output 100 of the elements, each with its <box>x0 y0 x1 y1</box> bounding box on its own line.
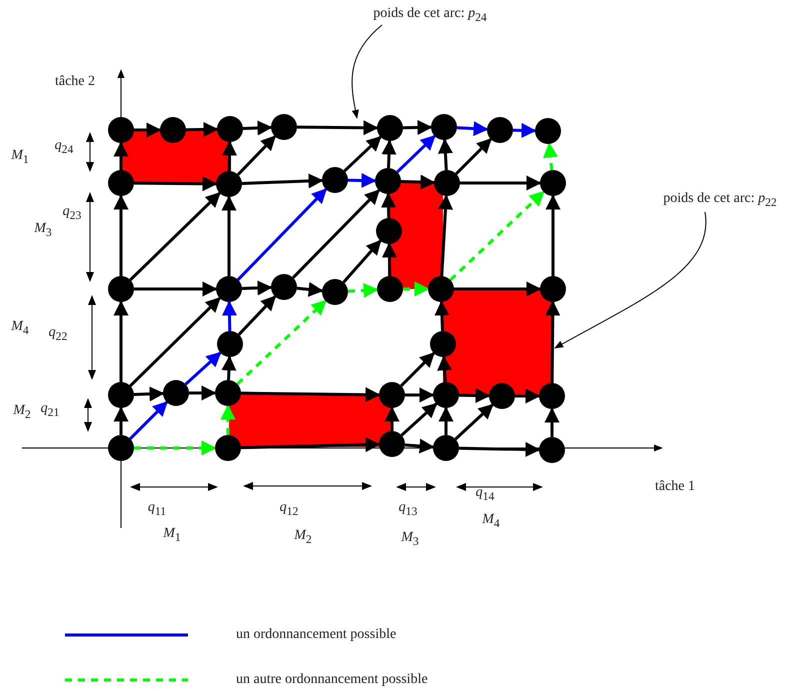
axis-label: q$_{14}$ <box>476 485 494 503</box>
arrow <box>222 140 238 172</box>
axis-label: M$_{2}$ <box>294 528 312 546</box>
arrow <box>437 355 452 382</box>
state-node <box>487 117 513 143</box>
axis-label: M$_{2}$ <box>13 403 31 421</box>
arrow <box>240 437 380 452</box>
arrow <box>544 408 560 437</box>
arrow <box>515 388 540 404</box>
arrow <box>129 192 221 282</box>
arrow <box>382 242 397 276</box>
leader-line <box>554 212 706 348</box>
legend-text: un autre ordonnancement possible <box>236 672 428 688</box>
state-node <box>322 279 348 305</box>
arrow <box>342 240 382 284</box>
arrow <box>242 120 272 136</box>
axis-label: q$_{13}$ <box>398 500 418 518</box>
arrow <box>404 438 435 454</box>
state-node <box>433 435 459 461</box>
arrow <box>348 282 379 298</box>
arrow <box>292 189 380 279</box>
arrow <box>381 192 396 218</box>
state-node <box>160 117 186 143</box>
arrow <box>458 442 540 457</box>
arrow <box>456 121 489 136</box>
state-node <box>163 380 189 406</box>
arrow <box>242 280 272 296</box>
arrow <box>402 120 432 135</box>
arrow <box>454 404 494 440</box>
state-node <box>375 168 401 194</box>
arrow <box>189 386 216 400</box>
state-node <box>539 383 565 409</box>
arrow <box>405 388 434 402</box>
arrow <box>134 282 218 296</box>
axis-label: q$_{11}$ <box>148 500 166 518</box>
state-node <box>539 437 565 463</box>
state-node <box>434 170 460 196</box>
axis-label: M$_{4}$ <box>11 319 29 337</box>
arrow <box>449 190 545 282</box>
callout-text: poids de cet arc: p$_{24}$ <box>371 6 489 24</box>
arrow <box>455 138 492 175</box>
arrow <box>221 356 236 380</box>
axis-label: M$_{1}$ <box>163 526 181 544</box>
arrow <box>546 194 560 276</box>
arrow <box>460 176 542 190</box>
arrow <box>382 140 396 168</box>
state-node <box>433 382 459 408</box>
arrow <box>186 122 218 137</box>
arrow <box>545 300 560 384</box>
arrow <box>400 352 435 387</box>
axis-label: tâche 2 <box>54 74 96 90</box>
state-node <box>217 331 243 357</box>
state-node <box>322 167 348 193</box>
state-node <box>108 276 134 302</box>
arrow <box>512 122 536 138</box>
arrow <box>242 174 324 188</box>
arrow <box>134 176 218 192</box>
arrow <box>129 401 168 440</box>
axis-label: q$_{22}$ <box>48 325 68 343</box>
axis-label: q$_{24}$ <box>54 138 74 156</box>
state-node <box>217 116 243 142</box>
state-node <box>215 435 241 461</box>
arrow <box>348 173 376 188</box>
arrow <box>134 122 162 138</box>
state-node <box>216 276 242 302</box>
arrow <box>129 297 221 387</box>
state-node <box>216 171 242 197</box>
state-node <box>379 431 405 457</box>
axis-label: M$_{4}$ <box>482 512 500 530</box>
state-node <box>535 118 561 144</box>
arrow <box>296 282 324 297</box>
arrow <box>403 282 430 296</box>
arrow <box>134 440 216 456</box>
arrow <box>114 300 128 382</box>
state-node <box>377 276 403 302</box>
arrow <box>134 386 164 402</box>
state-node <box>431 114 457 140</box>
arrow <box>296 120 378 136</box>
arrow <box>236 135 276 176</box>
state-node <box>108 382 134 408</box>
arrow <box>438 406 454 435</box>
arrow <box>434 300 450 332</box>
axis-label: q$_{12}$ <box>280 500 298 518</box>
axis-label: M$_{1}$ <box>11 148 29 166</box>
arrow <box>222 300 237 332</box>
arrow <box>236 188 328 281</box>
arrow <box>222 196 236 276</box>
arrow <box>220 404 236 435</box>
arrow <box>384 406 400 431</box>
arrow <box>184 352 222 386</box>
axis-label: q$_{21}$ <box>40 401 60 419</box>
state-node <box>271 114 297 140</box>
arrow <box>543 142 558 170</box>
state-node <box>108 170 134 196</box>
state-node <box>271 274 297 300</box>
state-node <box>379 382 405 408</box>
leader-line <box>352 24 382 119</box>
arrow <box>396 134 436 174</box>
legend-text: un ordonnancement possible <box>236 627 396 643</box>
arrow <box>114 406 128 435</box>
